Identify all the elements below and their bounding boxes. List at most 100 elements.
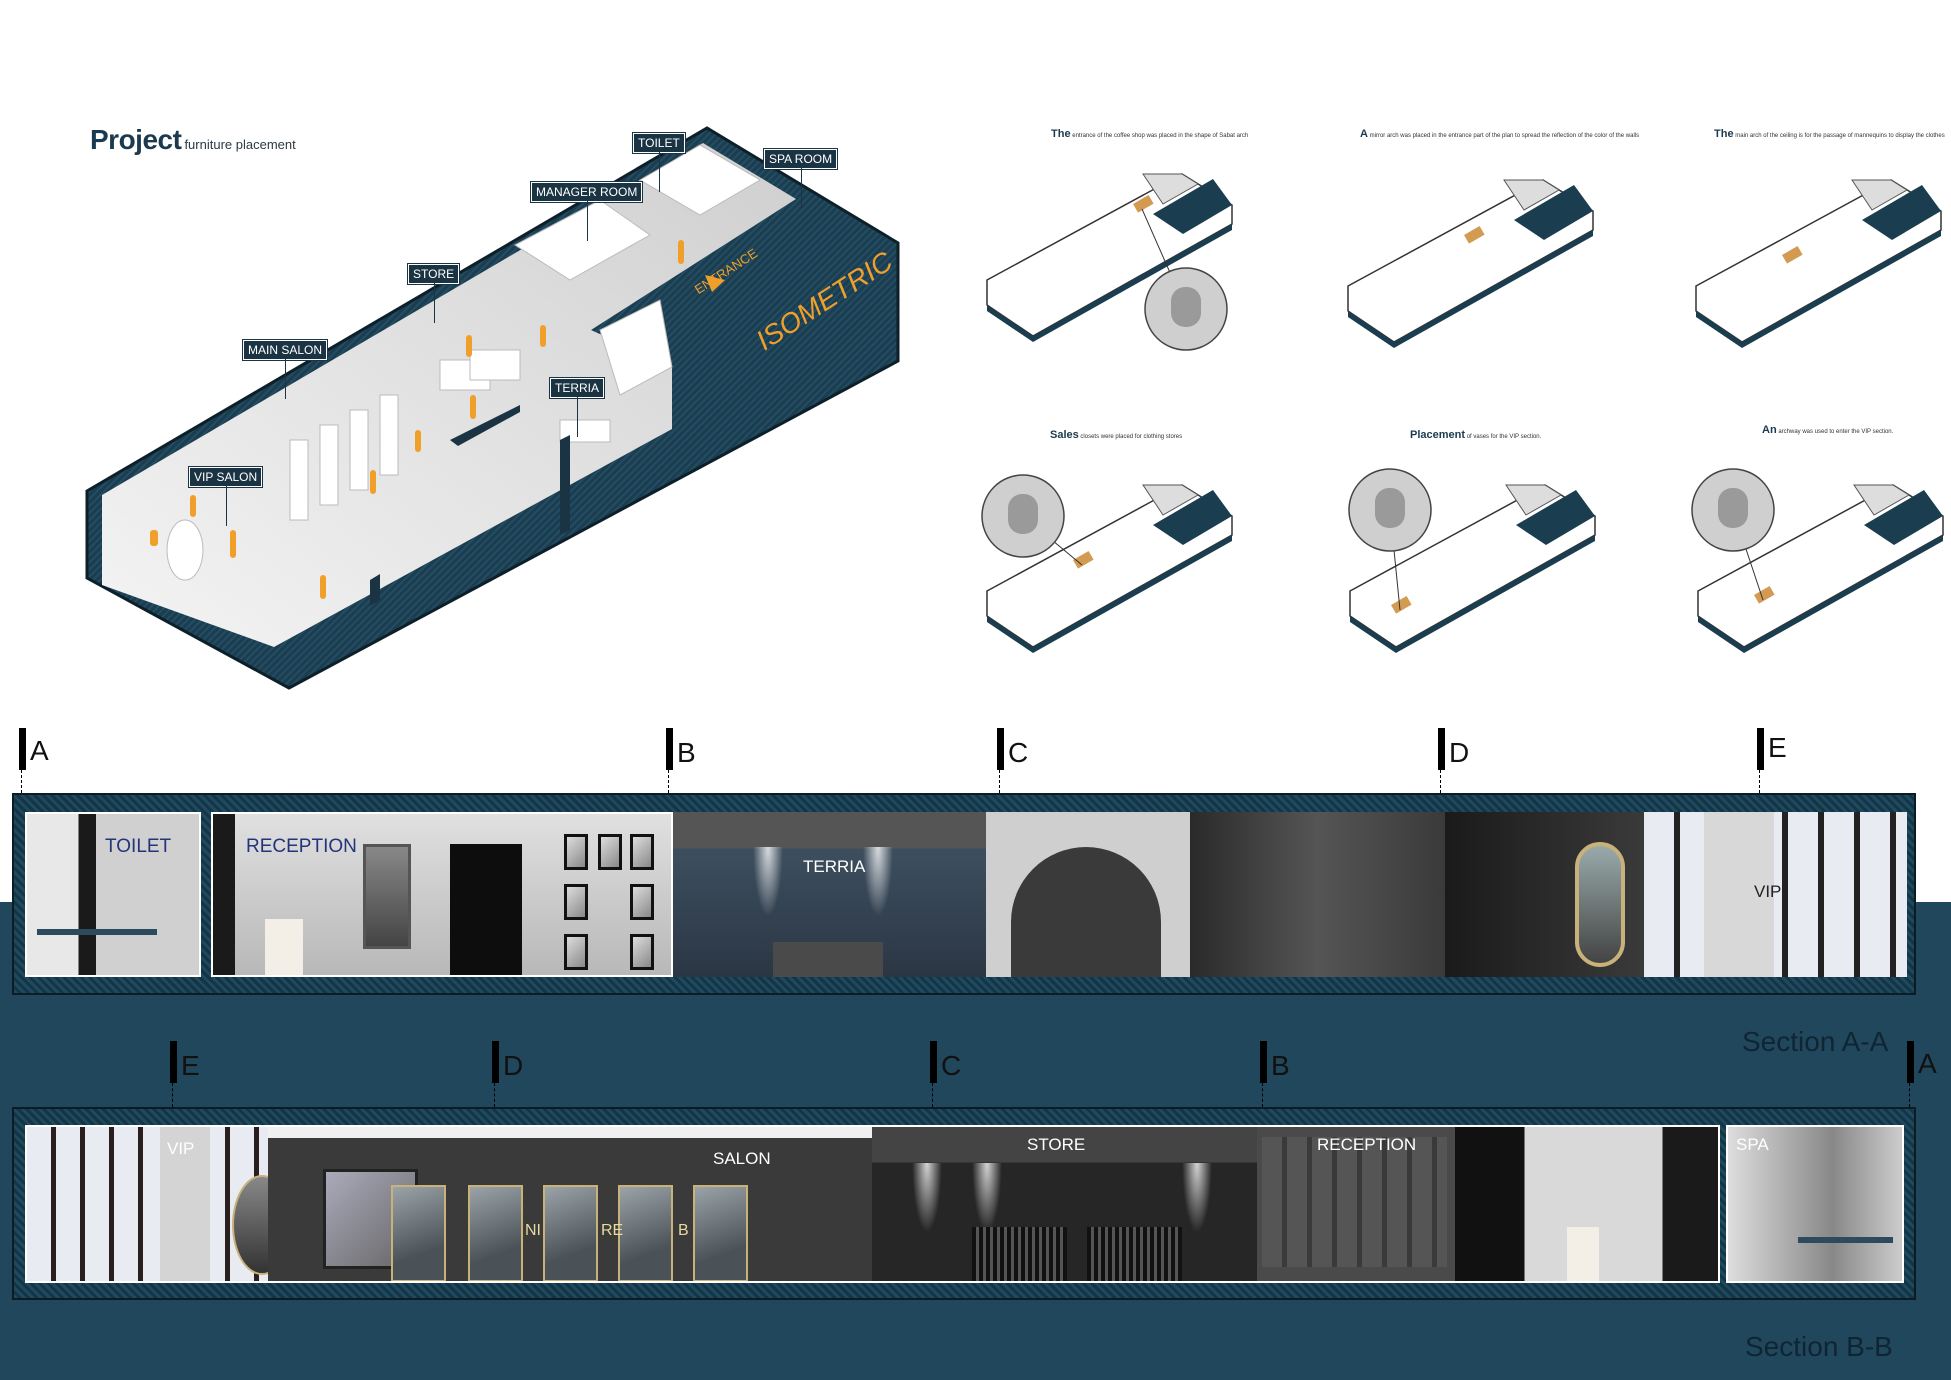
marker-bar <box>492 1041 499 1083</box>
room-label-vip: VIP <box>167 1139 195 1158</box>
spotlight <box>863 847 893 917</box>
thumb-caption-3: The main arch of the ceiling is for the … <box>1714 128 1945 140</box>
salon-sign-fragment: RE <box>601 1222 624 1239</box>
room-label-reception: RECEPTION <box>246 836 357 857</box>
thumbnail-entrance-zone <box>1516 490 1595 545</box>
thumbnail-rooms <box>1505 484 1562 516</box>
door <box>450 844 522 975</box>
reception-desk <box>1567 1227 1599 1281</box>
label-spa-room: SPA ROOM <box>762 148 839 208</box>
thumbnail-highlight <box>1464 226 1485 244</box>
label-main-salon: MAIN SALON <box>241 339 329 399</box>
marker-e: E <box>181 1050 200 1081</box>
thumbnail-rooms <box>1142 484 1199 516</box>
section-aa-terria: TERRIA <box>673 812 986 977</box>
section-bb-salon: SALON NI RE B <box>268 1125 872 1283</box>
marker-e: E <box>1768 732 1787 763</box>
section-bb-spa: SPA <box>1726 1125 1904 1283</box>
thumbnail-highlight <box>1391 596 1412 614</box>
isometric-drawing <box>85 126 900 690</box>
marker-bar <box>19 728 26 770</box>
wall-frame <box>630 884 654 920</box>
thumbnail-entrance-zone <box>1153 179 1232 234</box>
thumbnail-highlight <box>1073 551 1094 569</box>
detail-arch <box>1171 287 1201 327</box>
section-aa-arch-shelves <box>986 812 1190 977</box>
salon-mirror <box>693 1185 748 1281</box>
marker-a: A <box>30 735 49 766</box>
spotlight <box>972 1163 1002 1233</box>
detail-arch <box>1718 488 1748 528</box>
spotlight <box>753 847 783 917</box>
salon-sign-fragment: NI <box>525 1222 541 1239</box>
marker-c: C <box>1008 737 1029 768</box>
thumbnail-entrance-zone <box>1153 490 1232 545</box>
wall-frame <box>630 834 654 870</box>
thumbnail-rooms <box>1851 179 1908 211</box>
section-aa-title: Section A-A <box>1742 1026 1889 1057</box>
section-aa-vip: VIP <box>1644 812 1907 977</box>
vip-wall <box>1704 812 1774 977</box>
marker-line <box>494 1083 495 1107</box>
marker-line <box>932 1083 933 1107</box>
salon-mirror <box>618 1185 673 1281</box>
marker-line <box>21 770 22 793</box>
marker-bar <box>1907 1041 1914 1083</box>
label-store: STORE <box>406 263 461 323</box>
room-label-reception: RECEPTION <box>1317 1135 1417 1154</box>
spa-bed <box>1798 1237 1893 1243</box>
marker-bar <box>1757 728 1764 770</box>
title-subtitle: furniture placement <box>184 137 296 152</box>
wall-frame <box>564 834 588 870</box>
marker-bar <box>1438 728 1445 770</box>
thumbnail-entrance-zone <box>1514 185 1593 240</box>
thumbnail-rooms <box>1853 484 1910 516</box>
thumbnail-grid <box>981 173 1944 653</box>
salon-mirror <box>468 1185 523 1281</box>
section-aa-salon <box>1190 812 1445 977</box>
marker-line <box>172 1083 173 1107</box>
thumb-caption-1: The entrance of the coffee shop was plac… <box>1051 128 1249 140</box>
wall-frame <box>598 834 622 870</box>
vip-wall <box>160 1127 210 1281</box>
marker-line <box>1759 770 1760 793</box>
wall-frame <box>564 934 588 970</box>
thumb-caption-5: Placement of vases for the VIP section. <box>1410 429 1542 441</box>
interior-walls <box>166 144 761 581</box>
marker-bar <box>930 1041 937 1083</box>
spotlight <box>912 1163 942 1233</box>
clothing-rack <box>1087 1227 1182 1281</box>
people-figures <box>150 240 725 599</box>
wall-frame <box>564 884 588 920</box>
title-main: Project <box>90 124 182 155</box>
marker-b: B <box>1271 1050 1290 1081</box>
salon-sign-fragment: B <box>678 1222 689 1239</box>
spotlight <box>1182 1163 1212 1233</box>
marker-c: C <box>941 1050 962 1081</box>
thumbnail-highlight <box>1754 586 1775 604</box>
thumbnail-highlight <box>1782 246 1803 264</box>
marker-bar <box>666 728 673 770</box>
room-label-store: STORE <box>1027 1135 1086 1154</box>
detail-arch <box>1008 494 1038 534</box>
arched-mirror <box>363 844 411 949</box>
building-floor <box>102 143 796 647</box>
marker-line <box>999 770 1000 793</box>
section-bb-reception: RECEPTION <box>1257 1125 1720 1283</box>
thumb-caption-2: A mirror arch was placed in the entrance… <box>1360 128 1640 140</box>
label-terria: TERRIA <box>548 377 606 437</box>
salon-mirror <box>391 1185 446 1281</box>
section-bb-title: Section B-B <box>1745 1331 1893 1362</box>
reception-desk <box>265 919 303 975</box>
marker-bar <box>170 1041 177 1083</box>
section-bb-vip: VIP <box>25 1125 268 1283</box>
label-toilet: TOILET <box>632 132 686 192</box>
wall-cuts <box>370 405 570 606</box>
section-aa-mirror-area <box>1445 812 1644 977</box>
marker-d: D <box>503 1050 524 1081</box>
thumbnail-entrance-zone <box>1862 185 1941 240</box>
thumb-caption-4: Sales closets were placed for clothing s… <box>1050 429 1183 441</box>
clothing-rack <box>972 1227 1067 1281</box>
label-vip-salon: VIP SALON <box>187 466 264 526</box>
